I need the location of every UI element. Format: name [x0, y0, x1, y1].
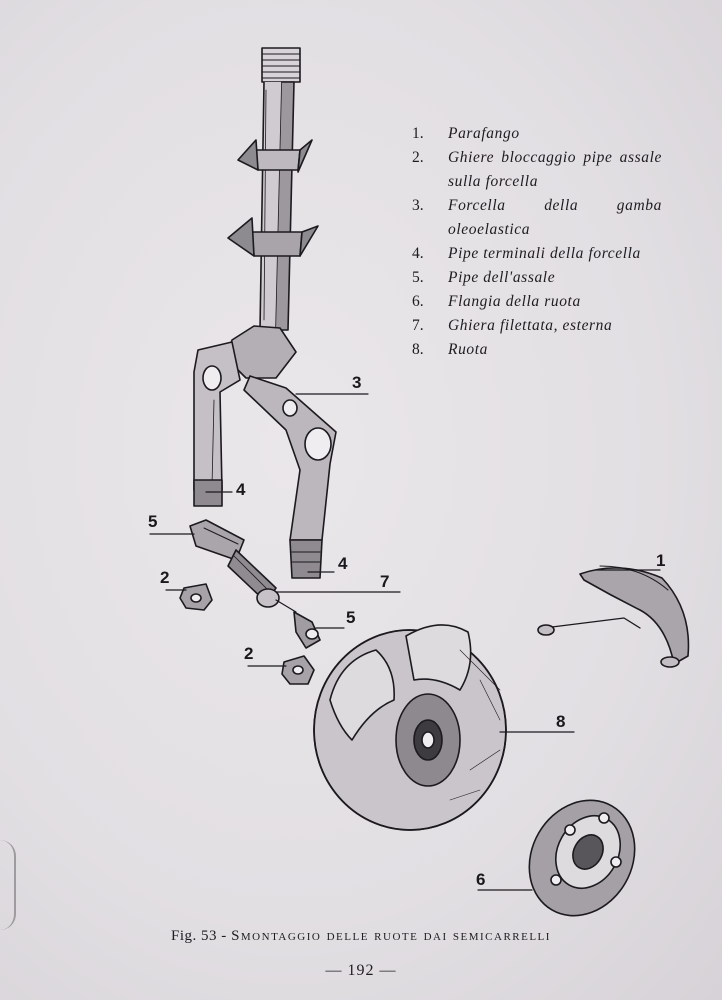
- legend-number: 8.: [412, 341, 424, 358]
- legend-number: 3.: [412, 197, 424, 214]
- figure-caption: Fig. 53 - Smontaggio delle ruote dai sem…: [0, 928, 722, 945]
- legend-text: Flangia della ruota: [448, 293, 581, 310]
- legend-text: Ghiera filettata, esterna: [448, 317, 613, 334]
- legend-item: 6. Flangia della ruota: [412, 290, 662, 314]
- legend-text: Ghiere bloccaggio pipe assale sulla forc…: [448, 149, 662, 190]
- legend-item: 5. Pipe dell'assale: [412, 266, 662, 290]
- legend-text: Ruota: [448, 341, 489, 358]
- legend-number: 6.: [412, 293, 424, 310]
- legend-item: 4. Pipe terminali della forcella: [412, 242, 662, 266]
- locking-nuts: [179, 583, 315, 685]
- wheel: [313, 624, 507, 831]
- callout-6: 6: [476, 870, 486, 889]
- legend-number: 2.: [412, 149, 424, 166]
- legend-text: Pipe terminali della forcella: [448, 245, 641, 262]
- legend-number: 7.: [412, 317, 424, 334]
- callout-5b: 5: [346, 608, 356, 627]
- wheel-flange: [528, 799, 636, 917]
- legend-item: 3. Forcella della gamba oleoelastica: [412, 194, 662, 242]
- fork-assembly: [193, 47, 337, 579]
- callout-8: 8: [556, 712, 566, 731]
- legend-item: 7. Ghiera filettata, esterna: [412, 314, 662, 338]
- callout-4b: 4: [338, 554, 348, 573]
- legend-item: 8. Ruota: [412, 338, 662, 362]
- legend-number: 5.: [412, 269, 424, 286]
- callout-1: 1: [656, 551, 666, 570]
- legend-text: Forcella della gamba oleoelastica: [448, 197, 662, 238]
- callout-5a: 5: [148, 512, 158, 531]
- fender: [537, 565, 690, 668]
- legend-text: Parafango: [448, 125, 520, 142]
- legend-number: 1.: [412, 125, 424, 142]
- legend-text: Pipe dell'assale: [448, 269, 556, 286]
- callout-2b: 2: [244, 644, 254, 663]
- callout-2a: 2: [160, 568, 170, 587]
- binding-edge: [0, 840, 16, 930]
- callout-7: 7: [380, 572, 390, 591]
- caption-title: Smontaggio delle ruote dai semicarrelli: [231, 928, 551, 944]
- caption-prefix: Fig. 53 -: [171, 928, 232, 944]
- callout-leaders: [149, 393, 661, 891]
- callout-3: 3: [352, 373, 362, 392]
- axle-assembly: [189, 519, 321, 649]
- legend-item: 1. Parafango: [412, 122, 662, 146]
- parts-legend: 1. Parafango 2. Ghiere bloccaggio pipe ass…: [412, 122, 662, 362]
- page-number: — 192 —: [325, 962, 397, 979]
- callout-4a: 4: [236, 480, 246, 499]
- legend-item: 2. Ghiere bloccaggio pipe assale sulla fo…: [412, 146, 662, 194]
- legend-number: 4.: [412, 245, 424, 262]
